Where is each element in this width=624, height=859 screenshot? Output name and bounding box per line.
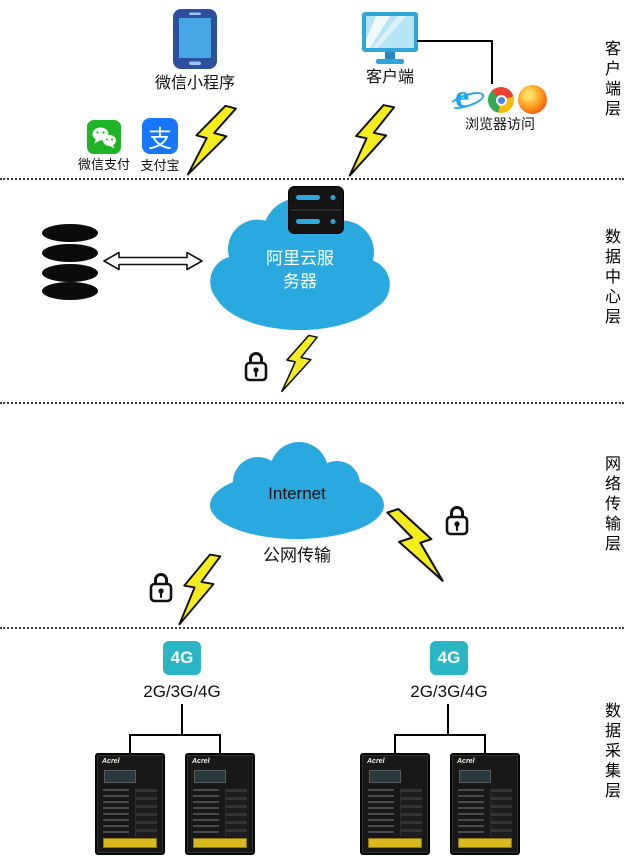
aliyun-cloud-shape <box>210 197 390 331</box>
aliyun-cloud-line2: 务器 <box>283 272 317 291</box>
device-terminal-column <box>400 789 422 837</box>
device-label-strip <box>193 838 247 848</box>
device-screen <box>194 770 226 783</box>
device-brand-label: Acrel <box>367 758 385 765</box>
device-brand-label: Acrel <box>102 758 120 765</box>
device-label-strip <box>368 838 422 848</box>
bus-line <box>484 736 486 754</box>
cellular-network-label: 2G/3G/4G <box>410 682 488 701</box>
cellular-network-label: 2G/3G/4G <box>143 682 221 701</box>
ie-letter: e <box>455 78 470 114</box>
bus-line <box>219 736 221 754</box>
firefox-browser-icon <box>518 85 547 114</box>
bus-line <box>394 736 396 754</box>
device-led-column <box>103 789 129 837</box>
layer-divider <box>0 627 624 629</box>
data-collector-device: Acrel <box>360 753 430 855</box>
layer-label-collection: 数据采集层 <box>602 702 619 802</box>
lightning-bolt-icon <box>178 553 222 626</box>
4g-badge: 4G <box>430 641 468 675</box>
aliyun-cloud-label: 阿里云服 务器 <box>205 247 395 293</box>
device-terminal-column <box>490 789 512 837</box>
alipay-label: 支付宝 <box>140 158 180 173</box>
bus-line <box>447 704 449 734</box>
wechat-pay-icon <box>87 120 121 154</box>
layer-divider <box>0 402 624 404</box>
lightning-bolt-icon <box>348 104 396 177</box>
4g-badge: 4G <box>163 641 201 675</box>
layer-divider <box>0 178 624 180</box>
smartphone-icon <box>173 9 217 69</box>
bus-line <box>394 734 486 736</box>
chrome-hub <box>495 94 507 106</box>
device-led-column <box>458 789 484 837</box>
device-label-strip <box>103 838 157 848</box>
database-icon <box>42 224 98 300</box>
lightning-bolt-icon <box>281 334 318 393</box>
monitor-icon <box>362 12 418 64</box>
lock-icon <box>445 506 469 536</box>
bus-line <box>129 734 221 736</box>
alipay-glyph: 支 <box>148 125 172 153</box>
device-brand-label: Acrel <box>192 758 210 765</box>
data-collector-device: Acrel <box>450 753 520 855</box>
layer-label-client: 客户端层 <box>602 40 619 120</box>
device-brand-label: Acrel <box>457 758 475 765</box>
device-terminal-column <box>135 789 157 837</box>
data-collector-device: Acrel <box>185 753 255 855</box>
bus-line <box>129 736 131 754</box>
lightning-bolt-icon <box>386 507 444 582</box>
public-network-label: 公网传输 <box>263 546 331 565</box>
device-screen <box>459 770 491 783</box>
server-icon <box>288 186 344 234</box>
bus-line <box>181 704 183 734</box>
lock-icon <box>244 352 268 382</box>
device-led-column <box>193 789 219 837</box>
lightning-bolt-icon <box>186 104 237 176</box>
internet-label: Internet <box>268 484 326 503</box>
alipay-icon: 支 <box>142 118 178 154</box>
ie-browser-icon: e <box>447 78 487 115</box>
miniprogram-label: 微信小程序 <box>154 75 235 92</box>
client-browser-connector <box>417 40 493 84</box>
chrome-browser-icon <box>488 87 514 113</box>
device-screen <box>104 770 136 783</box>
double-arrow-icon <box>103 251 203 271</box>
layer-label-datacenter: 数据中心层 <box>602 228 619 328</box>
browser-access-label: 浏览器访问 <box>465 116 535 132</box>
aliyun-cloud-line1: 阿里云服 <box>266 249 334 268</box>
lock-icon <box>149 573 173 603</box>
device-terminal-column <box>225 789 247 837</box>
device-screen <box>369 770 401 783</box>
device-led-column <box>368 789 394 837</box>
data-collector-device: Acrel <box>95 753 165 855</box>
wechat-pay-label: 微信支付 <box>77 157 130 172</box>
layer-label-network: 网络传输层 <box>602 455 619 555</box>
client-label: 客户端 <box>365 69 414 86</box>
internet-cloud-shape <box>210 442 384 539</box>
device-label-strip <box>458 838 512 848</box>
